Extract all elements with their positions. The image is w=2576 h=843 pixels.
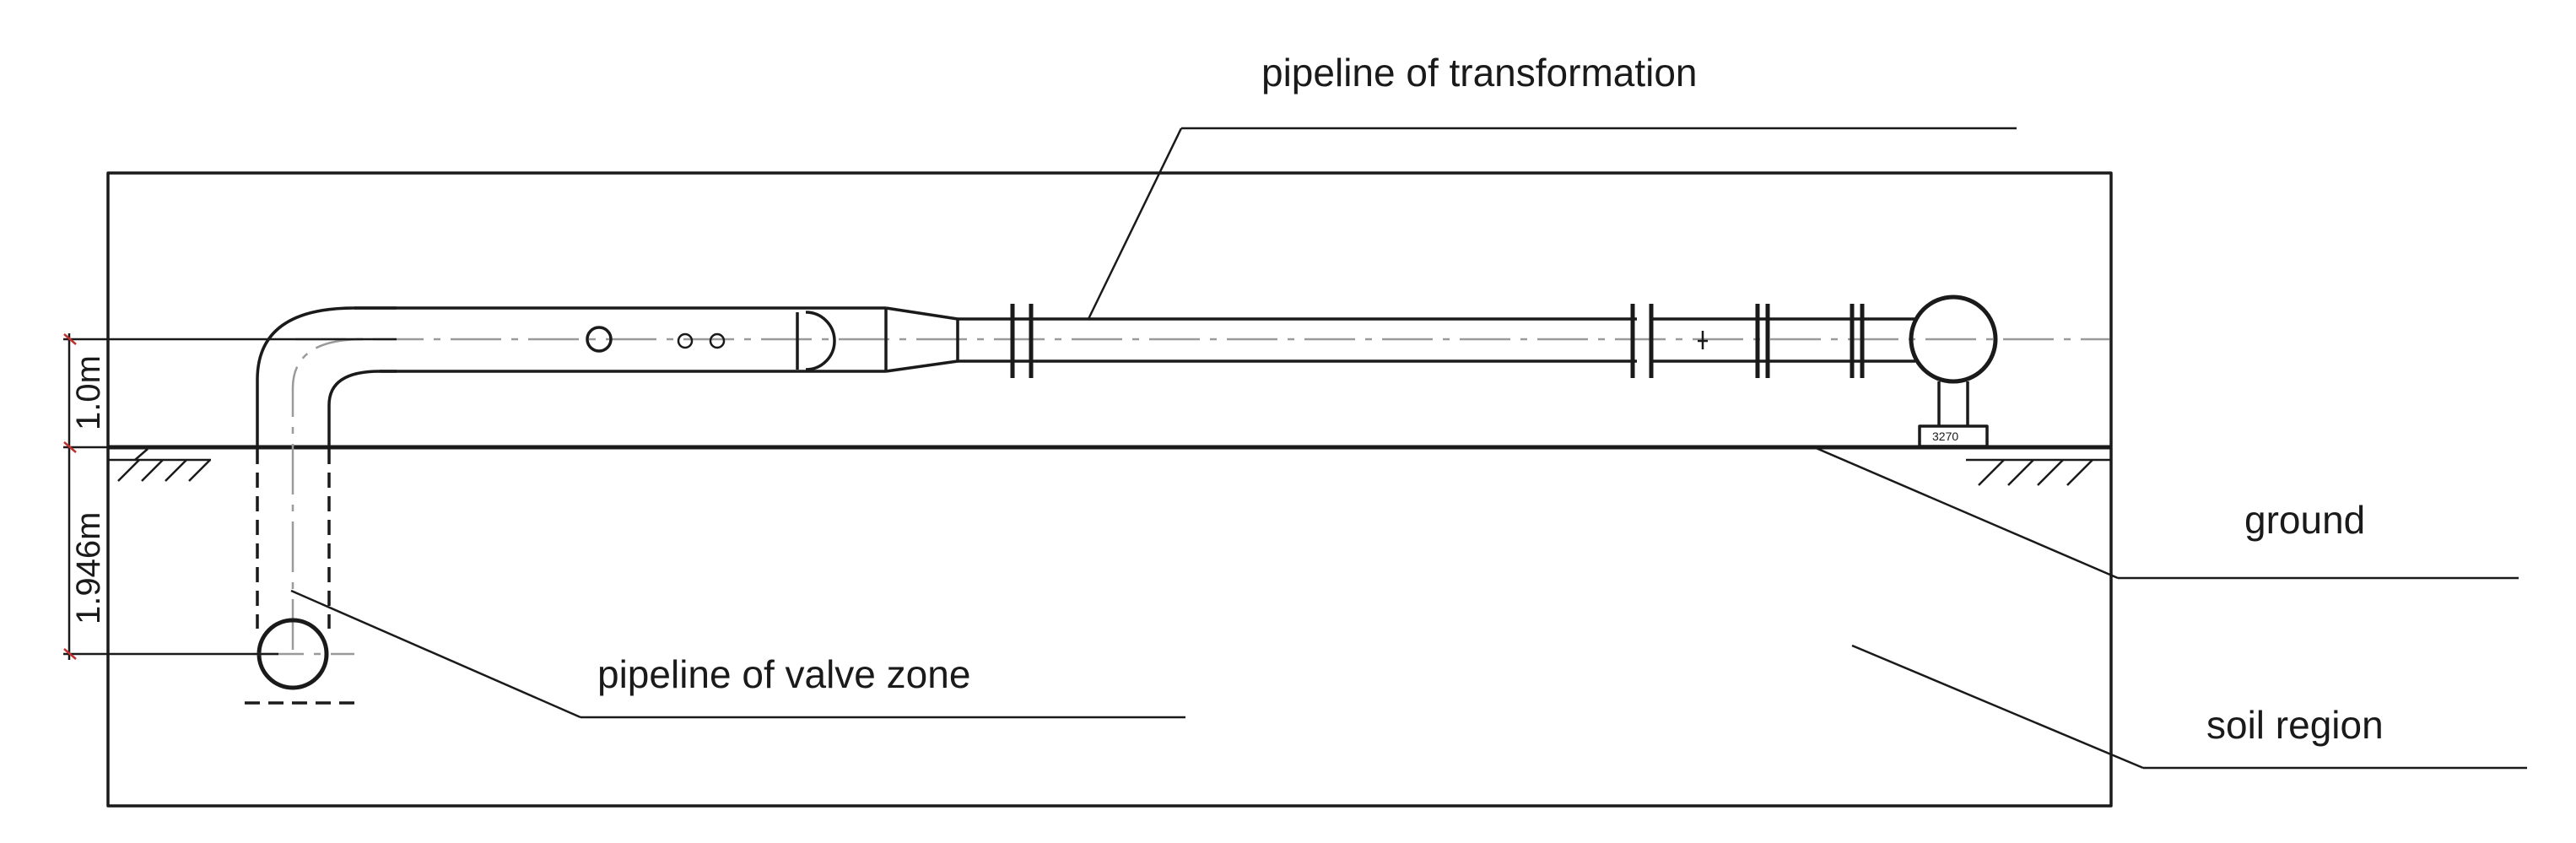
flange-pair-1 xyxy=(1010,304,1034,378)
reducer-body xyxy=(885,306,959,373)
dimension-lower: 1.946m xyxy=(70,512,107,624)
ball-valve xyxy=(1909,295,1998,384)
support-base-plate xyxy=(1918,424,1989,448)
flange-pair-4 xyxy=(1850,304,1865,378)
label-pipeline-valve-zone: pipeline of valve zone xyxy=(597,652,970,696)
dimension-upper: 1.0m xyxy=(70,355,107,430)
leader-soil xyxy=(1851,644,2527,770)
leader-valve-zone xyxy=(290,589,1185,719)
pipe-hole-small-1 xyxy=(677,332,694,349)
label-ground: ground xyxy=(2244,498,2365,542)
soil-region-box xyxy=(106,171,2113,808)
leader-transformation xyxy=(1087,127,2017,320)
pipe-hole-large xyxy=(586,326,613,353)
pipe-hole-small-2 xyxy=(709,332,726,349)
dimension-lines xyxy=(63,333,397,660)
ground-hatch-left xyxy=(108,448,211,482)
label-soil-region: soil region xyxy=(2206,703,2384,747)
flange-pair-3 xyxy=(1755,304,1770,378)
elbow-inner-wall xyxy=(327,370,397,447)
label-pipeline-transformation: pipeline of transformation xyxy=(1261,51,1698,95)
flange-pair-2 xyxy=(1630,304,1654,378)
ground-hatch-right xyxy=(1966,458,2111,486)
branch-opening xyxy=(796,311,836,371)
elbow-outer-wall xyxy=(256,306,397,447)
leader-ground xyxy=(1813,446,2519,580)
support-plate-text: 3270 xyxy=(1932,430,1958,443)
